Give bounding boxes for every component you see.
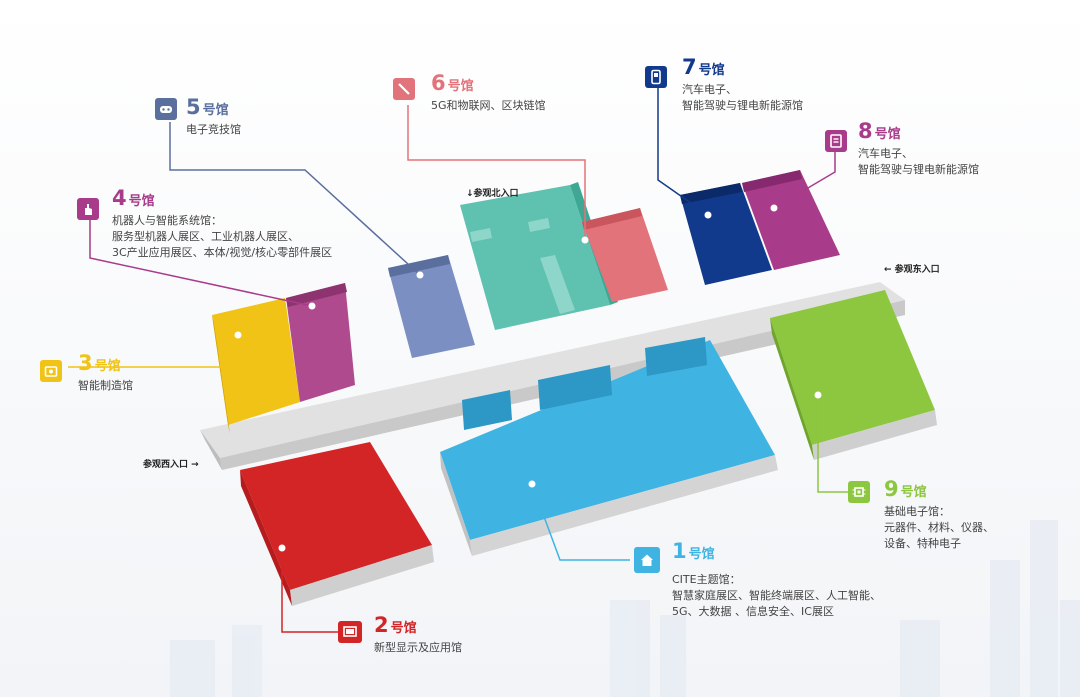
hall-4-desc-2: 服务型机器人展区、工业机器人展区、 xyxy=(112,230,299,243)
hall-9-unit: 号馆 xyxy=(900,485,927,500)
hall-6-block[interactable] xyxy=(582,208,668,302)
west-entrance-label: 参观西入口 → xyxy=(143,460,199,470)
hall-3-block[interactable] xyxy=(212,298,300,434)
hall-8-desc-2: 智能驾驶与锂电新能源馆 xyxy=(858,163,979,176)
hall-5-unit: 号馆 xyxy=(202,103,229,118)
skyline-decoration xyxy=(170,520,1080,697)
display-icon xyxy=(338,621,362,643)
hall-6-number: 6 xyxy=(431,71,446,95)
north-entrance-label: ↓参观北入口 xyxy=(466,189,519,199)
hall-9-desc-3: 设备、特种电子 xyxy=(884,537,961,550)
hall-6-desc: 5G和物联网、区块链馆 xyxy=(431,99,546,112)
hall-5-block[interactable] xyxy=(388,255,475,358)
hall-1-block[interactable] xyxy=(440,337,778,556)
hall-2-block[interactable] xyxy=(240,442,434,606)
hall-7-block[interactable] xyxy=(680,183,772,285)
hall-6-unit: 号馆 xyxy=(447,79,474,94)
location-dots xyxy=(234,204,822,552)
hall-5-number: 5 xyxy=(186,95,201,119)
hall-2-desc: 新型显示及应用馆 xyxy=(374,641,462,654)
hall-9-block[interactable] xyxy=(770,290,937,460)
hall-9-desc-2: 元器件、材料、仪器、 xyxy=(884,521,994,534)
factory-icon xyxy=(40,360,62,382)
hall-1-desc-3: 5G、大数据 、信息安全、IC展区 xyxy=(672,605,834,618)
hall-4-unit: 号馆 xyxy=(128,194,155,209)
chip-icon xyxy=(848,481,870,503)
hall-1-desc-1: CITE主题馆： xyxy=(672,573,741,586)
hall-1-unit: 号馆 xyxy=(688,547,715,562)
east-entrance-label: ← 参观东入口 xyxy=(884,265,940,275)
hall-8-number: 8 xyxy=(858,119,873,143)
signal-icon xyxy=(393,78,415,100)
battery-icon xyxy=(825,130,847,152)
hall-2-unit: 号馆 xyxy=(390,621,417,636)
hall-4-desc-1: 机器人与智能系统馆： xyxy=(112,214,222,227)
hall-8-desc-1: 汽车电子、 xyxy=(858,147,913,160)
hall-3-number: 3 xyxy=(78,351,93,375)
hall-7-desc-1: 汽车电子、 xyxy=(682,83,737,96)
hall-4-number: 4 xyxy=(112,186,127,210)
hall-1-number: 1 xyxy=(672,539,687,563)
hall-5-desc: 电子竞技馆 xyxy=(186,123,241,136)
hall-3-unit: 号馆 xyxy=(94,359,121,374)
leader-lines xyxy=(68,88,848,633)
hall-4-desc-3: 3C产业应用展区、本体/视觉/核心零部件展区 xyxy=(112,246,333,259)
hall-8-unit: 号馆 xyxy=(874,127,901,142)
robot-hand-icon xyxy=(77,198,99,220)
gamepad-icon xyxy=(155,98,177,120)
hall-7-desc-2: 智能驾驶与锂电新能源馆 xyxy=(682,99,803,112)
home-icon xyxy=(634,547,660,573)
hall-4-block[interactable] xyxy=(286,283,355,402)
hall-8-block[interactable] xyxy=(742,170,840,270)
hall-9-number: 9 xyxy=(884,477,899,501)
hall-7-unit: 号馆 xyxy=(698,63,725,78)
hall-2-number: 2 xyxy=(374,613,389,637)
hall-9-desc-1: 基础电子馆： xyxy=(884,505,950,518)
hall-1-desc-2: 智慧家庭展区、智能终端展区、人工智能、 xyxy=(672,589,881,602)
device-icon xyxy=(645,66,667,88)
hall-3-desc: 智能制造馆 xyxy=(78,379,133,392)
hall-7-number: 7 xyxy=(682,55,697,79)
